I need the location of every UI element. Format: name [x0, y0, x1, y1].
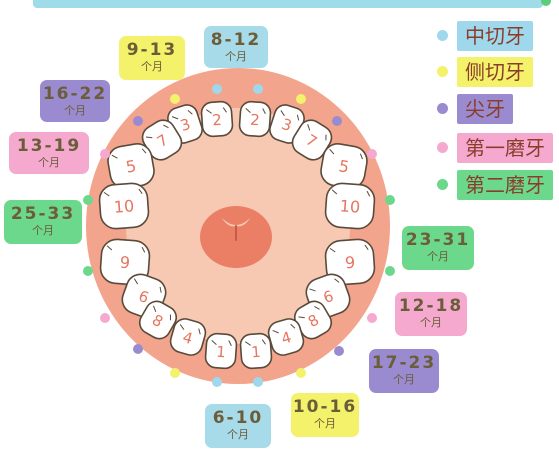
- tooth-number: 2: [250, 111, 261, 130]
- callout-unit: 个月: [420, 316, 442, 329]
- legend-label: 第二磨牙: [457, 170, 553, 200]
- indicator-dot: [296, 368, 306, 378]
- tooth-number: 5: [124, 156, 137, 176]
- tooth-number: 10: [339, 196, 361, 216]
- indicator-dot: [133, 116, 143, 126]
- callout-upper-second-molar: 25-33 个月: [4, 200, 82, 244]
- tooth-number: 1: [216, 343, 227, 362]
- callout-unit: 个月: [314, 417, 336, 430]
- indicator-dot: [385, 195, 395, 205]
- indicator-dot: [212, 377, 222, 387]
- callout-upper-lateral: 9-13 个月: [119, 36, 185, 80]
- callout-lower-canine: 17-23 个月: [369, 349, 439, 393]
- tooth-number: 2: [212, 111, 223, 130]
- callout-range: 23-31: [405, 230, 471, 250]
- indicator-dot: [253, 84, 263, 94]
- indicator-dot: [170, 368, 180, 378]
- indicator-dot: [100, 149, 110, 159]
- tooth-lower-central-right: 1: [204, 332, 238, 370]
- tooth-lower-lateral-right: 4: [169, 318, 207, 356]
- callout-range: 12-18: [398, 296, 464, 316]
- indicator-dot: [83, 266, 93, 276]
- indicator-dot: [367, 313, 377, 323]
- tooth-number: 9: [119, 253, 130, 273]
- tooth-number: 10: [113, 196, 135, 216]
- tooth-upper-first-molar-left: 5: [320, 143, 368, 189]
- tooth-upper-second-molar-right: 10: [98, 182, 150, 230]
- callout-range: 10-16: [292, 397, 358, 417]
- indicator-dot: [212, 84, 222, 94]
- callout-unit: 个月: [38, 156, 60, 169]
- tooth-number: 4: [279, 328, 293, 348]
- callout-range: 8-12: [210, 30, 262, 50]
- legend-dot: [437, 142, 448, 153]
- legend-label: 侧切牙: [457, 57, 533, 87]
- tooth-upper-central-left: 2: [238, 100, 272, 138]
- callout-range: 25-33: [10, 204, 76, 224]
- callout-dots: [83, 84, 395, 387]
- indicator-dot: [170, 94, 180, 104]
- legend-dot: [437, 30, 448, 41]
- legend-label: 中切牙: [457, 21, 533, 51]
- tooth-number: 4: [181, 328, 195, 348]
- callout-unit: 个月: [64, 104, 86, 117]
- indicator-dot: [83, 195, 93, 205]
- callout-range: 9-13: [126, 40, 178, 60]
- tooth-lower-canine-right: 8: [138, 300, 178, 340]
- legend-label: 尖牙: [457, 94, 513, 124]
- callout-unit: 个月: [393, 373, 415, 386]
- callout-unit: 个月: [32, 224, 54, 237]
- indicator-dot: [100, 313, 110, 323]
- callout-unit: 个月: [427, 250, 449, 263]
- callout-upper-central: 8-12 个月: [204, 26, 268, 68]
- callout-unit: 个月: [227, 428, 249, 441]
- tooth-upper-central-right: 2: [200, 100, 234, 138]
- tooth-lower-central-left: 1: [239, 332, 273, 370]
- callout-unit: 个月: [225, 50, 247, 63]
- tooth-lower-lateral-left: 4: [267, 318, 305, 356]
- callout-unit: 个月: [141, 60, 163, 73]
- legend-dot: [437, 179, 448, 190]
- legend-label: 第一磨牙: [457, 133, 553, 163]
- tooth-lower-canine-left: 8: [293, 300, 333, 340]
- tongue: [200, 206, 272, 268]
- callout-range: 16-22: [42, 84, 108, 104]
- tooth-number: 1: [251, 343, 262, 362]
- banner-accent: [541, 0, 551, 6]
- callout-range: 6-10: [212, 408, 264, 428]
- indicator-dot: [332, 116, 342, 126]
- callout-lower-central: 6-10 个月: [205, 404, 271, 448]
- tooth-lower-second-molar-right: 9: [99, 238, 151, 286]
- callout-lower-second-molar: 23-31 个月: [402, 226, 474, 270]
- indicator-dot: [296, 94, 306, 104]
- indicator-dot: [367, 149, 377, 159]
- callout-lower-lateral: 10-16 个月: [291, 393, 359, 437]
- top-banner: [33, 0, 543, 8]
- tooth-number: 5: [337, 156, 350, 176]
- indicator-dot: [385, 266, 395, 276]
- tooth-upper-canine-right: 7: [141, 119, 183, 161]
- legend-dot: [437, 66, 448, 77]
- tooth-upper-canine-left: 7: [291, 119, 333, 161]
- indicator-dot: [133, 344, 143, 354]
- callout-range: 13-19: [16, 136, 82, 156]
- tooth-upper-second-molar-left: 10: [324, 182, 376, 230]
- indicator-dot: [253, 377, 263, 387]
- tooth-lower-second-molar-left: 9: [324, 238, 376, 286]
- callout-lower-first-molar: 12-18 个月: [395, 292, 467, 336]
- callout-upper-canine: 16-22 个月: [40, 80, 110, 122]
- legend-dot: [437, 103, 448, 114]
- indicator-dot: [334, 346, 344, 356]
- callout-range: 17-23: [371, 353, 437, 373]
- tooth-number: 9: [344, 253, 355, 273]
- callout-upper-first-molar: 13-19 个月: [9, 132, 89, 174]
